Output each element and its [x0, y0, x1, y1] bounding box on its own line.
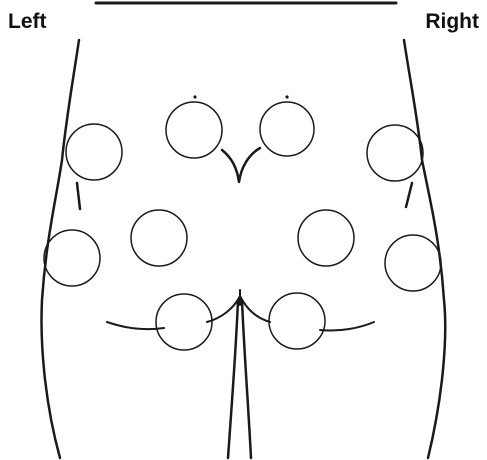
sacral-v-mark: [222, 148, 260, 182]
upper-right-dot: [285, 95, 288, 98]
left-body-contour: [42, 40, 79, 458]
site-circle-left-lower: [156, 294, 212, 350]
site-circle-right-inner-upper: [260, 102, 314, 156]
site-circle-right-inner-middle: [298, 210, 354, 266]
right-body-contour: [404, 40, 445, 458]
site-circle-left-outer-upper: [66, 124, 122, 180]
left-hip-tick: [77, 183, 80, 209]
site-circle-left-inner-middle: [131, 210, 187, 266]
upper-left-dot: [193, 95, 196, 98]
site-circle-right-outer-upper: [367, 125, 423, 181]
cleft-right-curve: [240, 296, 270, 322]
site-circle-right-lower: [269, 293, 325, 349]
site-circle-left-outer-middle: [44, 230, 100, 286]
site-circle-left-inner-upper: [166, 102, 222, 158]
site-circle-right-outer-middle: [385, 235, 441, 291]
right-gluteal-fold: [320, 322, 374, 331]
right-inner-leg-line: [242, 300, 251, 458]
right-hip-tick: [406, 183, 412, 207]
left-inner-leg-line: [228, 300, 238, 458]
